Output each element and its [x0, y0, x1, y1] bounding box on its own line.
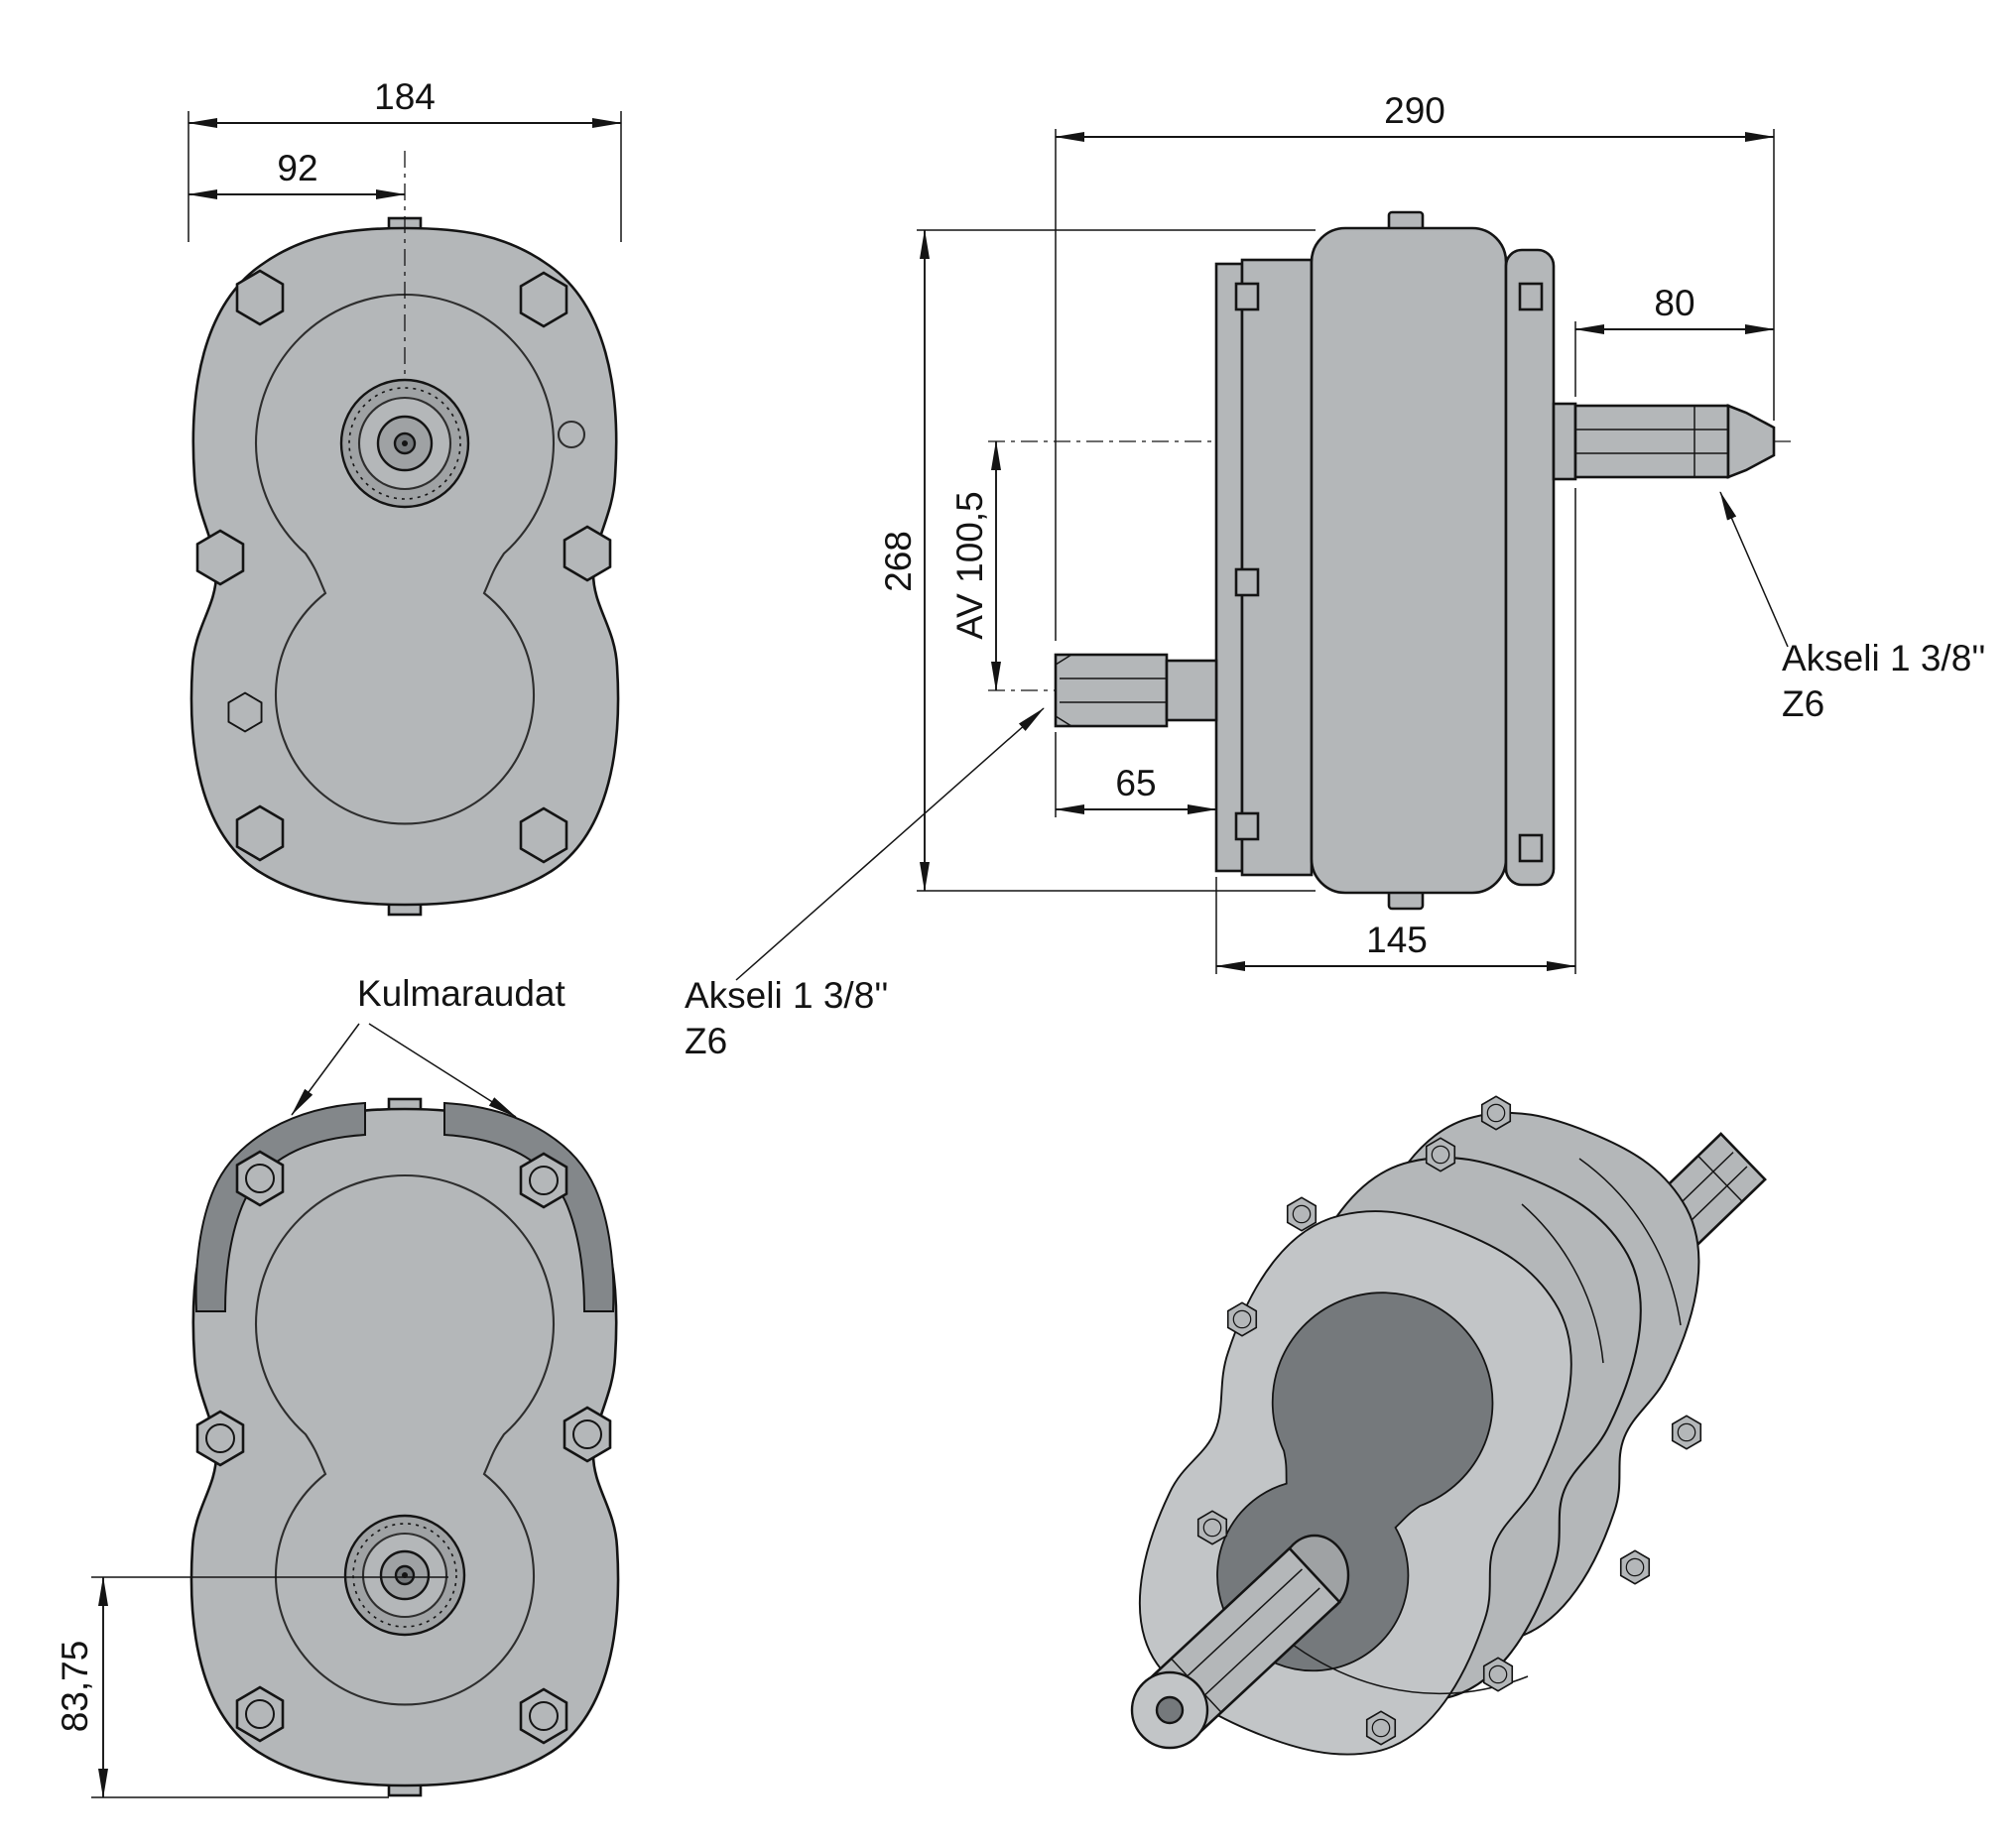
output-shaft-boss	[1552, 402, 1577, 481]
bottom-nut	[519, 1152, 568, 1209]
side-back-plate	[1214, 262, 1244, 873]
dim-hub-offset-text: 83,75	[55, 1641, 95, 1733]
dim-front-half-width: 92	[188, 148, 406, 199]
dim-input-shaft-length-text: 65	[1115, 763, 1156, 803]
bottom-nut	[235, 1150, 285, 1207]
front-hub	[339, 378, 470, 509]
output-shaft-label: Akseli 1 3/8'' Z6	[1719, 491, 1985, 724]
front-plug-hole	[557, 420, 586, 449]
dim-input-shaft-length: 65	[1055, 732, 1217, 817]
input-shaft-label-line2: Z6	[685, 1021, 727, 1061]
side-back-housing	[1240, 258, 1314, 877]
iso-nut	[1425, 1137, 1456, 1172]
dim-front-width: 184	[188, 76, 622, 242]
front-bolt	[235, 269, 285, 326]
input-shaft-label-line1: Akseli 1 3/8''	[685, 975, 888, 1016]
iso-nut	[1480, 1095, 1512, 1131]
dim-side-height: 268	[878, 229, 1316, 892]
input-shaft-label: Akseli 1 3/8'' Z6	[685, 707, 1045, 1061]
side-nut	[1234, 567, 1260, 597]
bottom-nut	[519, 1687, 568, 1745]
iso-input-shaft	[1130, 1534, 1350, 1750]
dim-output-shaft-length: 80	[1574, 283, 1775, 397]
dim-hub-offset: 83,75	[55, 1576, 448, 1798]
dim-front-half-width-text: 92	[277, 148, 317, 188]
side-nut	[1518, 282, 1544, 311]
brackets-label: Kulmaraudat	[291, 973, 566, 1118]
front-bolt-small	[227, 691, 263, 733]
front-bolt	[519, 806, 568, 864]
bottom-nut	[563, 1406, 612, 1463]
iso-nut	[1226, 1301, 1258, 1337]
side-nut	[1234, 282, 1260, 311]
output-shaft-label-line1: Akseli 1 3/8''	[1782, 638, 1985, 678]
dim-axle-offset: AV 100,5	[949, 440, 1001, 691]
dim-front-width-text: 184	[374, 76, 436, 117]
bottom-nut	[195, 1410, 245, 1467]
brackets-label-text: Kulmaraudat	[357, 973, 566, 1014]
iso-nut	[1619, 1549, 1651, 1585]
iso-nut	[1365, 1710, 1397, 1746]
front-bolt	[519, 271, 568, 328]
dim-body-depth: 145	[1215, 488, 1576, 974]
dim-side-length: 290	[1055, 90, 1775, 641]
front-bolt	[235, 804, 285, 862]
isometric-view	[1096, 1068, 1767, 1798]
front-bolt	[195, 529, 245, 586]
dim-axle-offset-text: AV 100,5	[949, 491, 990, 639]
side-nut	[1234, 811, 1260, 841]
output-shaft-label-line2: Z6	[1782, 683, 1824, 724]
bottom-nut	[235, 1685, 285, 1743]
side-front-cover	[1504, 248, 1556, 887]
dim-side-length-text: 290	[1384, 90, 1445, 131]
side-nut	[1518, 833, 1544, 863]
dim-body-depth-text: 145	[1366, 920, 1428, 960]
front-bolt	[563, 525, 612, 582]
bottom-hub	[343, 1514, 466, 1637]
side-main-housing	[1310, 226, 1508, 895]
iso-seam	[1578, 1158, 1682, 1326]
dim-output-shaft-length-text: 80	[1654, 283, 1694, 323]
iso-nut	[1671, 1415, 1702, 1450]
bottom-view: Kulmaraudat 83,75	[55, 973, 620, 1798]
output-shaft	[1573, 404, 1776, 479]
side-view: 290 268 AV 100,5 80 65	[685, 90, 1985, 1061]
front-view: 184 92	[188, 76, 622, 917]
iso-seam	[1521, 1203, 1604, 1364]
iso-nut	[1482, 1657, 1514, 1692]
dim-side-height-text: 268	[878, 531, 919, 592]
input-shaft	[1054, 653, 1218, 728]
iso-nut	[1196, 1510, 1228, 1545]
iso-nut	[1286, 1196, 1317, 1232]
